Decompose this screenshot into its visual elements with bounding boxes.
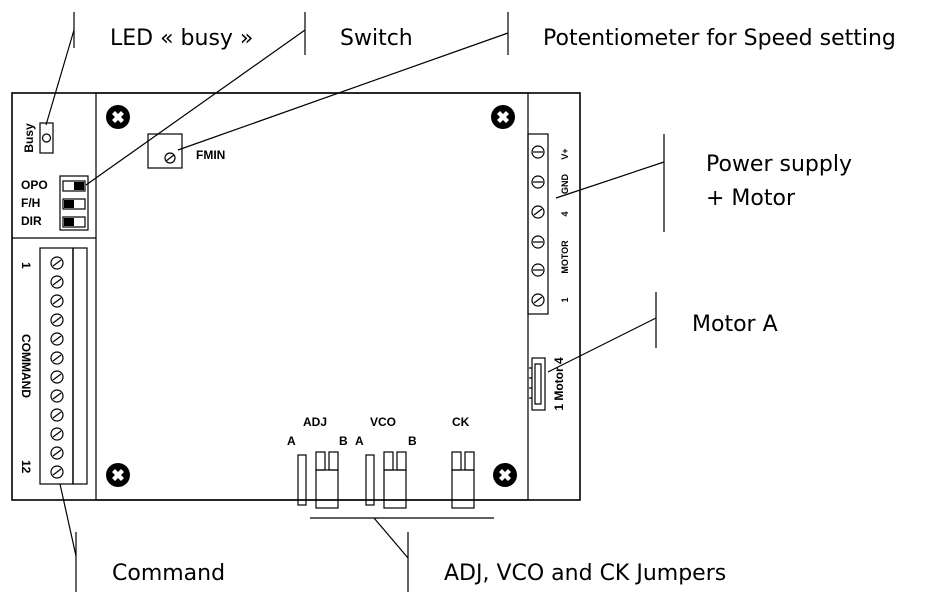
dip-switch[interactable]: OPO F/H DIR (21, 175, 89, 231)
power-label-motor: MOTOR (560, 240, 570, 274)
command-label: COMMAND (19, 334, 33, 398)
callout-jumpers: ADJ, VCO and CK Jumpers (444, 561, 726, 586)
command-terminal-block (39, 247, 88, 485)
board-inner (95, 92, 529, 501)
switch-label-fh: F/H (21, 196, 40, 210)
callout-command: Command (112, 561, 225, 586)
mount-hole-bottom-left (106, 463, 130, 487)
jumper-adj[interactable] (297, 451, 339, 509)
jumper-ck-label: CK (452, 415, 470, 429)
jumper-adj-b: B (339, 434, 348, 448)
callout-led-busy: LED « busy » (110, 26, 253, 51)
power-terminal-block (527, 133, 549, 315)
leader-lines (45, 12, 665, 592)
callout-power-motor: + Motor (706, 186, 796, 211)
mount-hole-top-left (106, 105, 130, 129)
jumper-vco-label: VCO (370, 415, 396, 429)
potentiometer[interactable] (147, 133, 183, 169)
jumper-vco-b: B (408, 434, 417, 448)
jumper-adj-a: A (287, 434, 296, 448)
busy-led (39, 122, 54, 154)
callout-power-supply: Power supply (706, 152, 852, 177)
power-label-4: 4 (560, 211, 570, 216)
jumper-vco[interactable] (365, 451, 407, 509)
busy-label: Busy (22, 123, 36, 153)
power-label-vplus: V+ (560, 148, 570, 159)
fmin-label: FMIN (196, 148, 225, 162)
callout-motor-a: Motor A (692, 312, 778, 337)
switch-label-opo: OPO (21, 178, 48, 192)
jumper-vco-a: A (355, 434, 364, 448)
mount-hole-bottom-right (493, 463, 517, 487)
switch-label-dir: DIR (21, 214, 42, 228)
command-last-label: 12 (19, 460, 33, 474)
callout-switch: Switch (340, 26, 413, 51)
motor-a-connector (529, 357, 546, 411)
power-label-gnd: GND (560, 174, 570, 195)
motor-connector-label: 1 Motor 4 (552, 357, 566, 411)
command-first-label: 1 (19, 262, 33, 269)
jumper-ck[interactable] (451, 451, 475, 509)
callout-potentiometer: Potentiometer for Speed setting (543, 26, 896, 51)
power-label-1: 1 (560, 297, 570, 302)
mount-hole-top-right (491, 105, 515, 129)
board-outline (11, 92, 581, 501)
jumper-adj-label: ADJ (303, 415, 327, 429)
